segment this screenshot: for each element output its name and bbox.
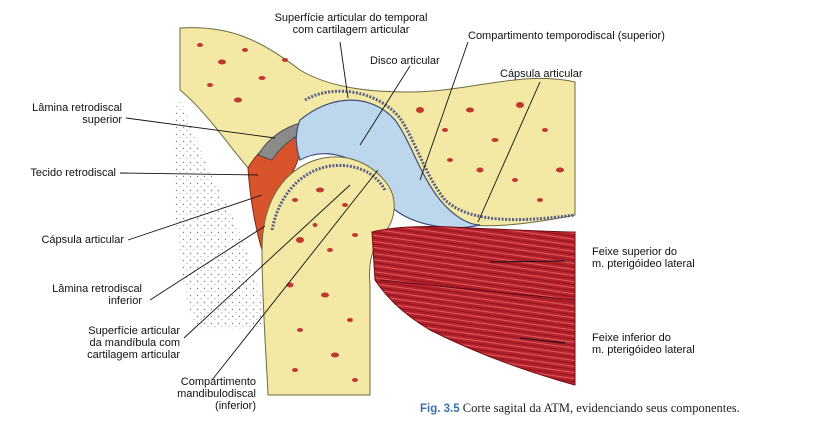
label-line: Lâmina retrodiscal	[32, 102, 122, 114]
mandibular-condyle	[261, 156, 395, 396]
label-superior-bundle-lateral-pterygoid: Feixe superior do m. pterigóideo lateral	[592, 246, 695, 270]
bone-marrow-spots	[197, 43, 564, 382]
label-inferior-bundle-lateral-pterygoid: Feixe inferior do m. pterigóideo lateral	[592, 332, 695, 356]
label-mandibular-articular-surface: Superfície articular da mandíbula com ca…	[40, 325, 180, 361]
figure-caption: Fig. 3.5 Corte sagital da ATM, evidencia…	[420, 401, 740, 416]
temporal-cartilage-line	[304, 89, 576, 222]
caption-text: Corte sagital da ATM, evidenciando seus …	[462, 401, 740, 415]
label-line: m. pterigóideo lateral	[592, 344, 695, 356]
label-inferior-retrodiscal-lamina: Lâmina retrodiscal inferior	[20, 283, 142, 307]
label-line: cartilagem articular	[87, 349, 180, 361]
muscle-bundle-divider	[379, 279, 576, 301]
label-temporodiscal-compartment: Compartimento temporodiscal (superior)	[468, 30, 665, 42]
label-retrodiscal-tissue: Tecido retrodiscal	[30, 167, 116, 179]
label-line: da mandíbula com	[89, 337, 181, 349]
label-line: Compartimento	[180, 376, 256, 388]
label-line: Superfície articular	[88, 325, 180, 337]
label-line: Feixe superior do	[592, 246, 677, 258]
label-superior-retrodiscal-lamina: Lâmina retrodiscal superior	[10, 102, 122, 126]
label-line: superior	[82, 114, 122, 126]
label-line: com cartilagem articular	[292, 24, 410, 36]
label-line: mandibulodiscal	[177, 388, 256, 400]
label-articular-disc: Disco articular	[370, 55, 440, 67]
label-line: Feixe inferior do	[592, 332, 671, 344]
label-line: Lâmina retrodiscal	[52, 283, 142, 295]
condylar-cartilage-line	[270, 163, 387, 231]
label-line: (inferior)	[215, 400, 256, 412]
leader-lines	[119, 41, 566, 381]
label-line: m. pterigóideo lateral	[592, 258, 695, 270]
label-articular-capsule-lower: Cápsula articular	[41, 234, 124, 246]
label-articular-capsule-upper: Cápsula articular	[500, 68, 583, 80]
label-temporal-articular-surface: Superfície articular do temporal com car…	[270, 12, 432, 36]
label-line: inferior	[108, 295, 142, 307]
label-line: Superfície articular do temporal	[274, 12, 428, 24]
figure-number: Fig. 3.5	[420, 403, 460, 415]
label-mandibulodiscal-compartment: Compartimento mandibulodiscal (inferior)	[120, 376, 256, 412]
lateral-pterygoid-muscle	[371, 226, 576, 386]
